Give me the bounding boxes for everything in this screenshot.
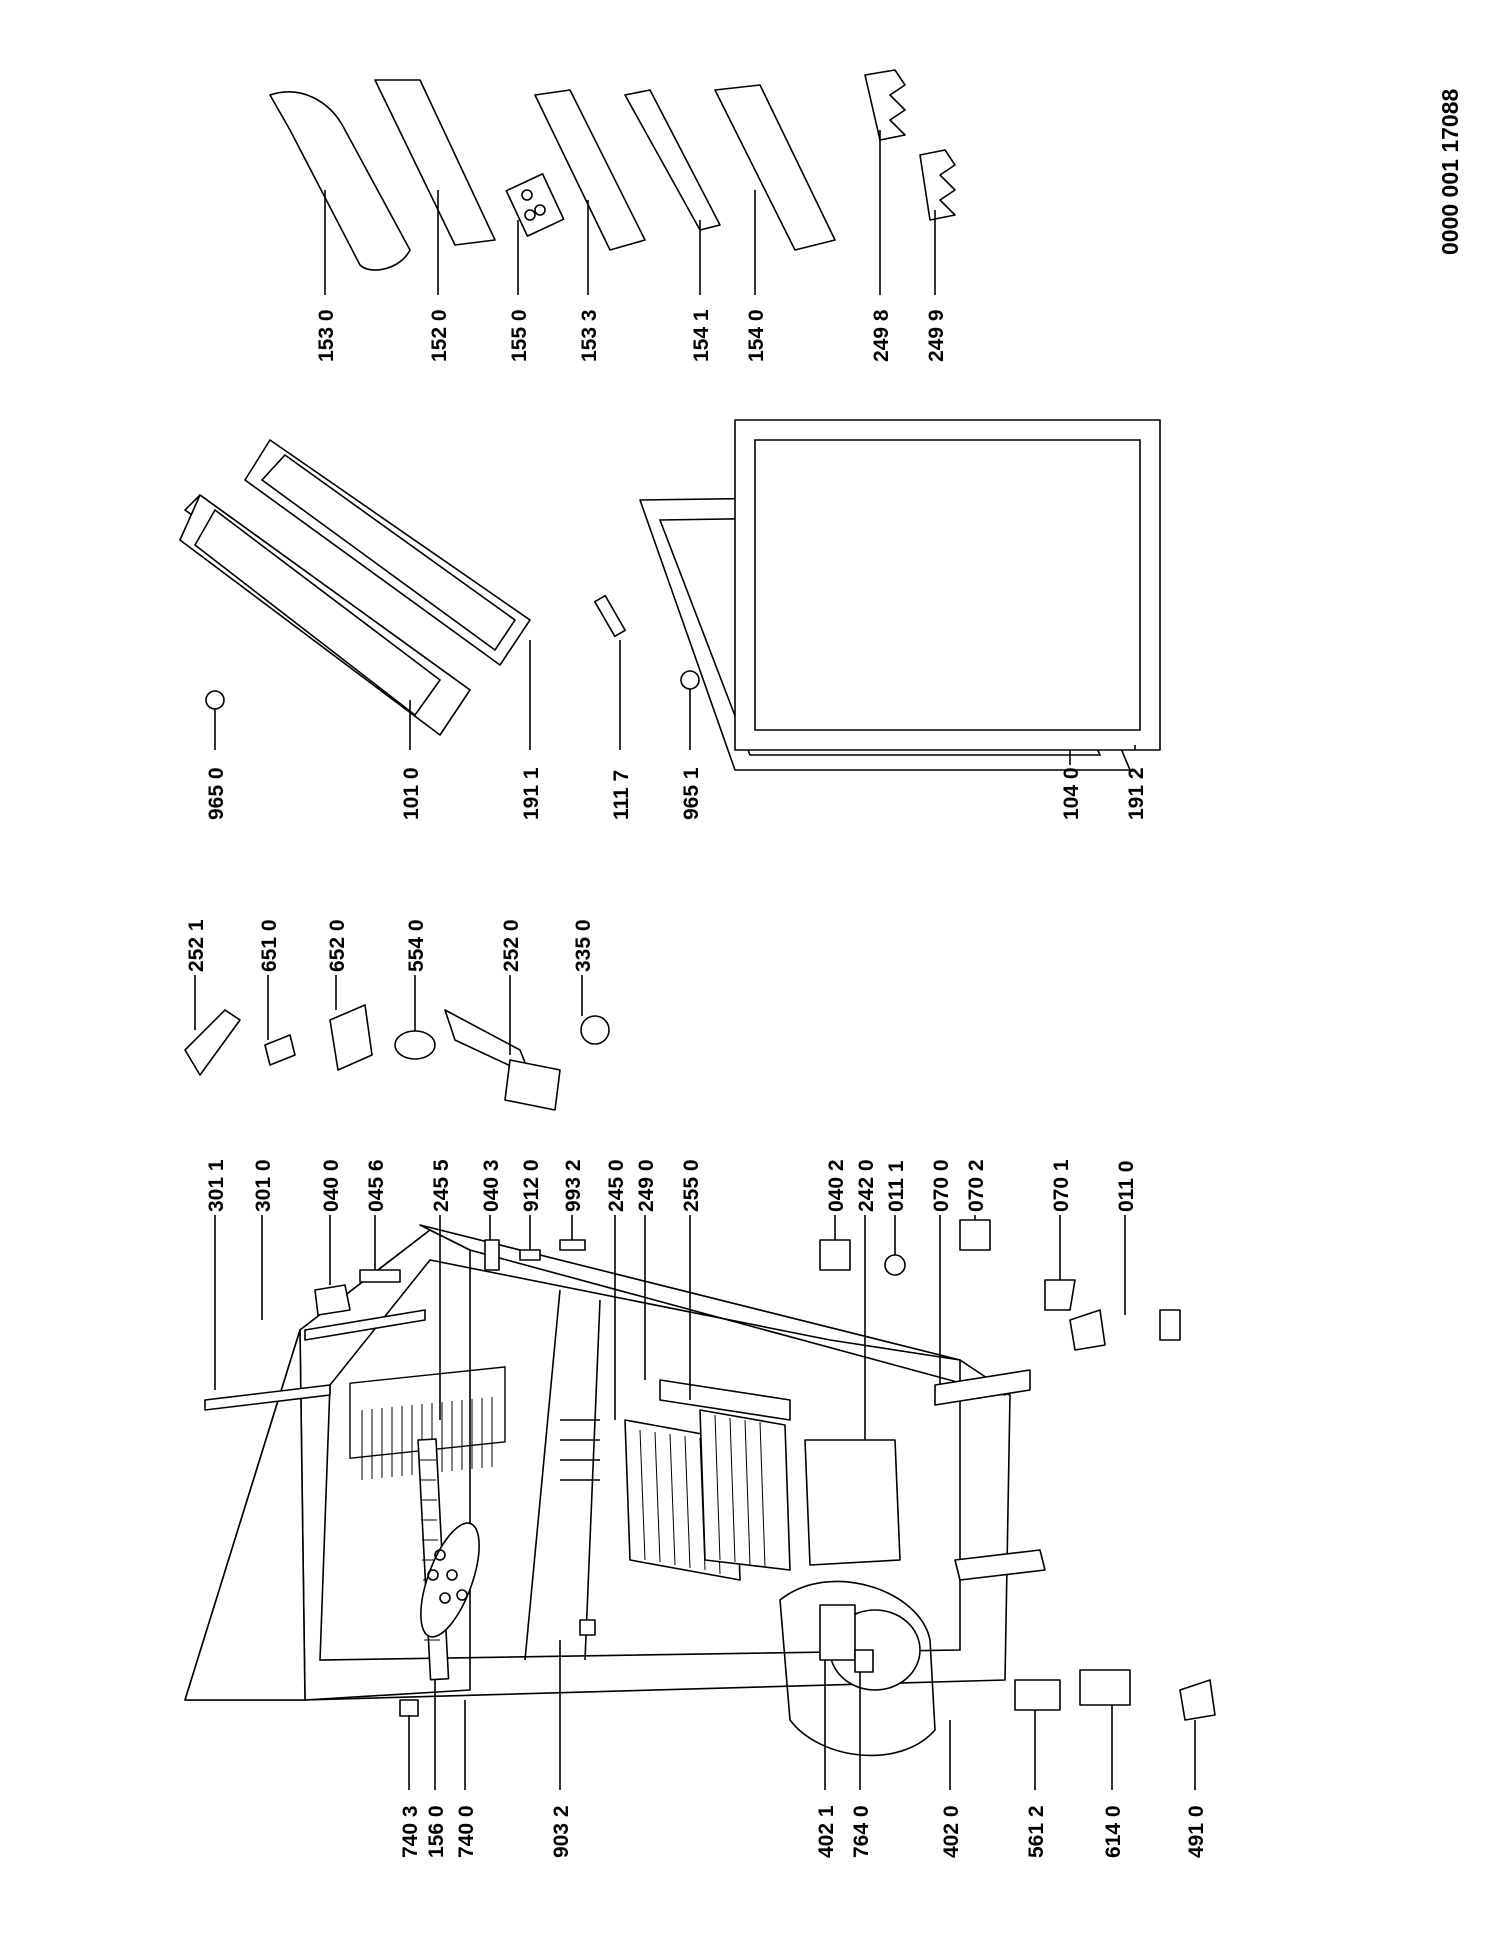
part-9651 [680,670,700,690]
label-0110: 011 0 [1115,1161,1138,1212]
label-4910: 491 0 [1185,1805,1208,1858]
part-0456 [359,1269,401,1283]
label-0111: 011 1 [885,1160,908,1212]
label-1530: 153 0 [315,309,338,362]
label-1541: 154 1 [690,309,713,362]
part-0403 [484,1239,500,1271]
label-1911: 191 1 [520,767,543,820]
part-labels: 740 3 156 0 740 0 903 2 402 1 764 0 402 … [185,309,1208,1858]
label-3011: 301 1 [205,1159,228,1212]
part-2498 [864,69,906,141]
document-number: 0000 001 17088 [1437,89,1463,255]
label-1010: 101 0 [400,767,423,820]
part-9032 [579,1619,596,1636]
label-5612: 561 2 [1025,1805,1048,1858]
label-3350: 335 0 [572,919,595,972]
label-1550: 155 0 [508,309,531,362]
thermostat-lamp-parts [184,1004,610,1111]
compressor-bay [779,1580,936,1757]
cabinet [184,1224,1046,1757]
label-2521: 252 1 [185,919,208,972]
label-2490: 249 0 [635,1159,658,1212]
label-0456: 045 6 [365,1159,388,1212]
door-shelves [269,69,956,271]
label-2550: 255 0 [680,1159,703,1212]
part-3011 [204,1384,331,1411]
part-9650 [205,690,225,710]
part-1540 [714,84,836,251]
label-2520: 252 0 [500,919,523,972]
part-0110-a [1069,1309,1106,1351]
label-1560: 156 0 [425,1805,448,1858]
part-1530 [269,91,411,271]
label-2499: 249 9 [925,309,948,362]
label-2455: 245 5 [430,1159,453,1212]
part-2499 [919,149,956,221]
gasket-1911 [244,439,531,666]
label-0700: 070 0 [930,1159,953,1212]
label-4020: 402 0 [940,1805,963,1858]
label-0403: 040 3 [480,1159,503,1212]
label-0402: 040 2 [825,1159,848,1212]
label-9932: 993 2 [562,1159,585,1212]
label-2498: 249 8 [870,309,893,362]
part-0111 [884,1254,906,1276]
label-0702: 070 2 [965,1159,988,1212]
part-5612 [1014,1679,1061,1711]
part-0110-b [1159,1309,1181,1341]
label-5540: 554 0 [405,919,428,972]
label-9032: 903 2 [550,1805,573,1858]
label-1540: 154 0 [745,309,768,362]
label-2420: 242 0 [855,1159,878,1212]
label-0400: 040 0 [320,1159,343,1212]
part-1541 [624,89,721,231]
part-6520 [329,1004,373,1071]
label-1040: 104 0 [1060,767,1083,820]
label-2450: 245 0 [605,1159,628,1212]
handle-1117 [594,594,626,638]
fridge-shelves [560,1409,791,1581]
part-1550 [505,173,565,237]
gasket-1912 [734,419,1161,751]
crisper-drawer [804,1439,901,1566]
label-6140: 614 0 [1102,1805,1125,1858]
label-3010: 301 0 [252,1159,275,1212]
label-4021: 402 1 [815,1805,838,1858]
label-0701: 070 1 [1050,1159,1073,1212]
label-1912: 191 2 [1125,767,1148,820]
part-9932 [559,1239,586,1251]
part-2520-head [504,1059,561,1111]
part-2521 [184,1009,241,1076]
part-0402 [819,1239,851,1271]
part-6510 [264,1034,296,1066]
part-7403 [399,1699,419,1717]
part-1533 [534,89,646,251]
cabinet-small-parts [204,1219,1216,1721]
part-5540 [394,1030,436,1060]
leader-lines [194,130,1196,1790]
part-0701 [1044,1279,1076,1311]
part-6140 [1079,1669,1131,1706]
part-4910 [1179,1679,1216,1721]
label-1533: 153 3 [578,309,601,362]
part-3010 [304,1309,426,1341]
label-7400: 740 0 [455,1805,478,1858]
label-9120: 912 0 [520,1159,543,1212]
part-1520 [374,79,496,246]
label-9651: 965 1 [680,767,703,820]
label-6520: 652 0 [326,919,349,972]
label-9650: 965 0 [205,767,228,820]
part-0702 [959,1219,991,1251]
label-7640: 764 0 [850,1805,873,1858]
label-1117: 111 7 [610,770,633,820]
doors [179,419,1161,771]
part-9120 [519,1249,541,1261]
part-3350 [580,1015,610,1045]
part-0400 [314,1284,351,1316]
label-7403: 740 3 [399,1805,422,1858]
label-6510: 651 0 [258,919,281,972]
part-7640 [854,1649,874,1673]
label-1520: 152 0 [428,309,451,362]
